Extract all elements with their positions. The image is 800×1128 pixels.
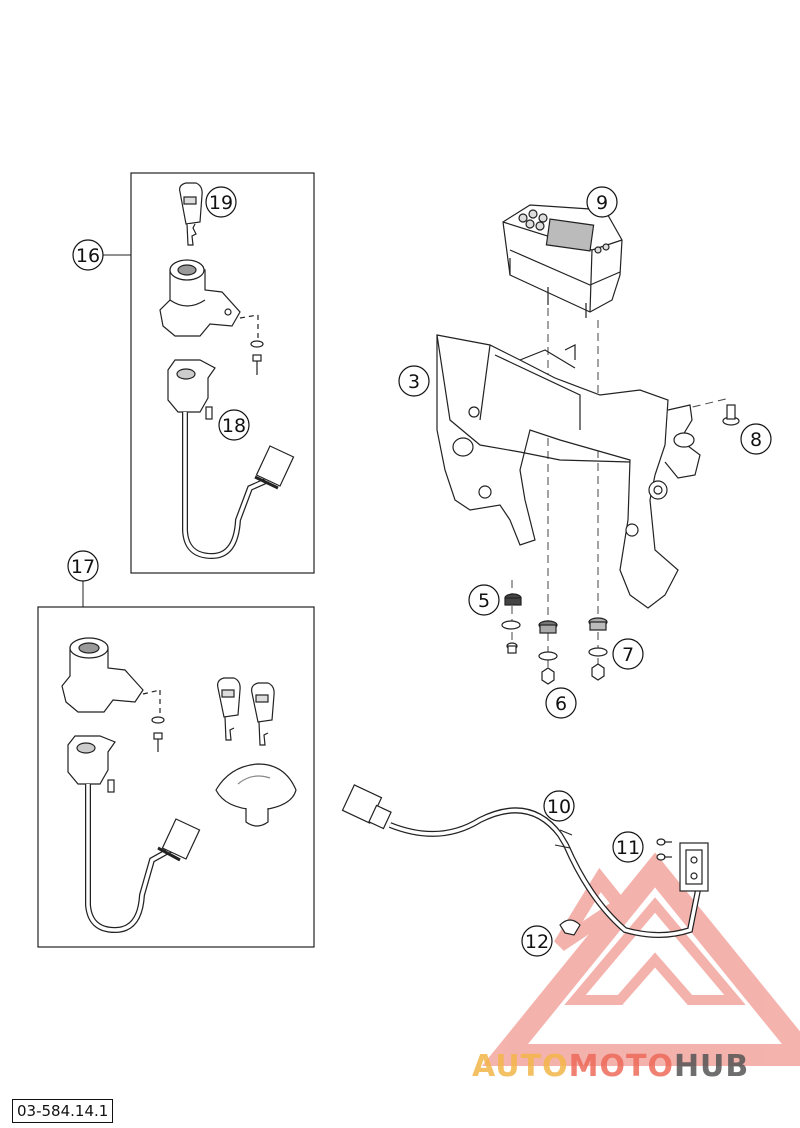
- ignition-lock-part-16: [159, 259, 264, 375]
- svg-text:12: 12: [525, 931, 549, 953]
- watermark-logo: [481, 852, 800, 1066]
- screws-and-clip: [559, 838, 672, 936]
- watermark-hub: HUB: [674, 1049, 749, 1084]
- keys-pair: [217, 677, 275, 746]
- svg-text:5: 5: [478, 590, 490, 612]
- svg-text:18: 18: [222, 415, 246, 437]
- bracket-part-3: [436, 334, 701, 609]
- svg-text:10: 10: [547, 796, 571, 818]
- svg-text:7: 7: [622, 644, 634, 666]
- fuel-cap: [215, 763, 297, 827]
- callout-17: 17: [67, 550, 99, 582]
- callout-10: 10: [543, 790, 575, 822]
- box-16: [103, 172, 315, 574]
- callout-11: 11: [612, 831, 644, 863]
- callout-6: 6: [545, 687, 577, 719]
- svg-text:AUTOMOTOHUB: AUTOMOTOHUB: [472, 1049, 749, 1084]
- assembly-leaders: [511, 308, 731, 675]
- ignition-lock-part-17: [61, 637, 201, 934]
- callout-3: 3: [398, 365, 430, 397]
- callout-8: 8: [740, 423, 772, 455]
- callout-19: 19: [205, 186, 237, 218]
- dashboard-part-9: [502, 204, 623, 318]
- callout-18: 18: [218, 409, 250, 441]
- callout-12: 12: [521, 925, 553, 957]
- reference-code: 03-584.14.1: [12, 1099, 114, 1123]
- svg-text:17: 17: [71, 556, 95, 578]
- svg-text:9: 9: [596, 192, 608, 214]
- callout-16: 16: [72, 239, 104, 271]
- svg-text:19: 19: [209, 192, 233, 214]
- watermark-moto: MOTO: [569, 1049, 674, 1084]
- callout-7: 7: [612, 638, 644, 670]
- ignition-switch-cable: [167, 359, 295, 560]
- fasteners: [501, 404, 740, 685]
- key-part-19: [179, 182, 203, 246]
- watermark-text: AUTOMOTOHUB: [472, 1049, 749, 1084]
- callout-9: 9: [586, 186, 618, 218]
- box-17: [37, 580, 315, 948]
- callout-5: 5: [468, 584, 500, 616]
- svg-text:11: 11: [616, 837, 640, 859]
- svg-text:6: 6: [555, 693, 567, 715]
- watermark-auto: AUTO: [472, 1049, 569, 1084]
- sensor-cable-part-10: [341, 784, 709, 938]
- svg-text:16: 16: [76, 245, 100, 267]
- svg-text:8: 8: [750, 429, 762, 451]
- svg-text:3: 3: [408, 371, 420, 393]
